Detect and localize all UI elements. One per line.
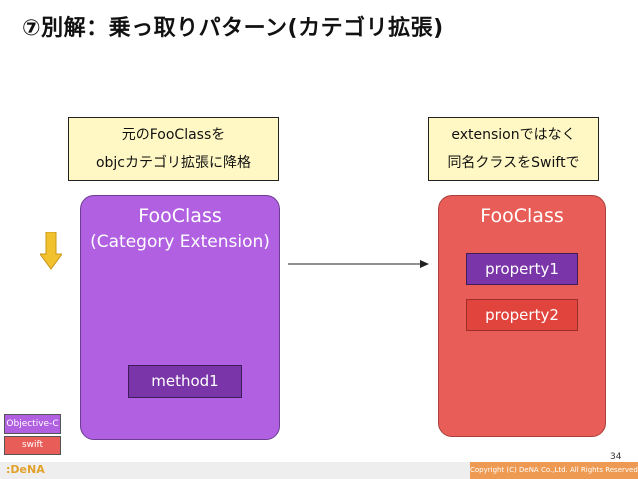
legend-objc: Objective-C [4, 414, 61, 434]
page-title: ⑦別解：乗っ取りパターン(カテゴリ拡張) [22, 16, 444, 41]
property2-box: property2 [466, 299, 578, 331]
objc-class-title: FooClass [138, 205, 222, 227]
note-left-line1: 元のFooClassを [121, 127, 226, 143]
note-right: extensionではなく 同名クラスをSwiftで [428, 117, 599, 181]
down-arrow-icon [40, 232, 62, 270]
note-left: 元のFooClassを objcカテゴリ拡張に降格 [68, 117, 279, 181]
note-right-line1: extensionではなく [451, 127, 576, 143]
objc-class-subtitle: (Category Extension) [90, 232, 270, 252]
objc-class-box [80, 195, 280, 440]
property1-box: property1 [466, 253, 578, 285]
note-left-line2: objcカテゴリ拡張に降格 [95, 155, 252, 171]
dena-logo: :DeNA [6, 463, 45, 476]
copyright-text: Copyright (C) DeNA Co.,Ltd. All Rights R… [470, 462, 638, 479]
page-number: 34 [610, 452, 622, 462]
note-right-line2: 同名クラスをSwiftで [447, 155, 580, 171]
method1-box: method1 [128, 365, 242, 398]
legend-swift: swift [4, 436, 61, 455]
swift-class-title: FooClass [480, 205, 564, 227]
right-arrow-icon [288, 260, 429, 268]
